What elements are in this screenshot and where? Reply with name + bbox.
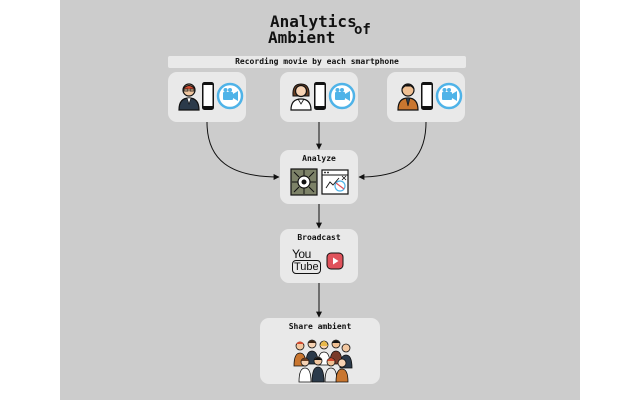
diagram-title: Analytics of Ambient xyxy=(268,12,378,48)
broadcast-label: Broadcast xyxy=(297,233,341,242)
video-camera-icon xyxy=(216,82,244,110)
recorder-box-1 xyxy=(168,72,246,122)
analyze-box: Analyze xyxy=(280,150,358,204)
broadcast-box: Broadcast You Tube xyxy=(280,229,358,283)
title-word-ambient: Ambient xyxy=(268,28,336,47)
share-ambient-box: Share ambient xyxy=(260,318,380,384)
recorder-box-2 xyxy=(280,72,358,122)
youtube-you-text: You xyxy=(292,247,311,261)
analyze-label: Analyze xyxy=(302,154,336,163)
video-camera-icon xyxy=(435,82,463,110)
crowd-icon xyxy=(293,339,353,383)
share-ambient-label: Share ambient xyxy=(288,322,352,331)
smartphone-icon xyxy=(314,82,326,110)
recording-banner: Recording movie by each smartphone xyxy=(168,56,466,68)
title-word-analytics: Analytics xyxy=(270,12,357,31)
youtube-logo-icon: You Tube xyxy=(292,247,322,275)
businessman-icon xyxy=(178,83,200,111)
man-icon xyxy=(397,83,419,111)
analytics-window-icon xyxy=(321,169,349,195)
video-camera-icon xyxy=(328,82,356,110)
circuit-board-icon xyxy=(290,168,318,196)
youtube-tube-text: Tube xyxy=(292,260,321,274)
play-button-icon xyxy=(326,252,344,270)
recorder-box-3 xyxy=(387,72,465,122)
smartphone-icon xyxy=(421,82,433,110)
woman-icon xyxy=(290,83,312,111)
smartphone-icon xyxy=(202,82,214,110)
title-word-of: of xyxy=(354,22,371,38)
